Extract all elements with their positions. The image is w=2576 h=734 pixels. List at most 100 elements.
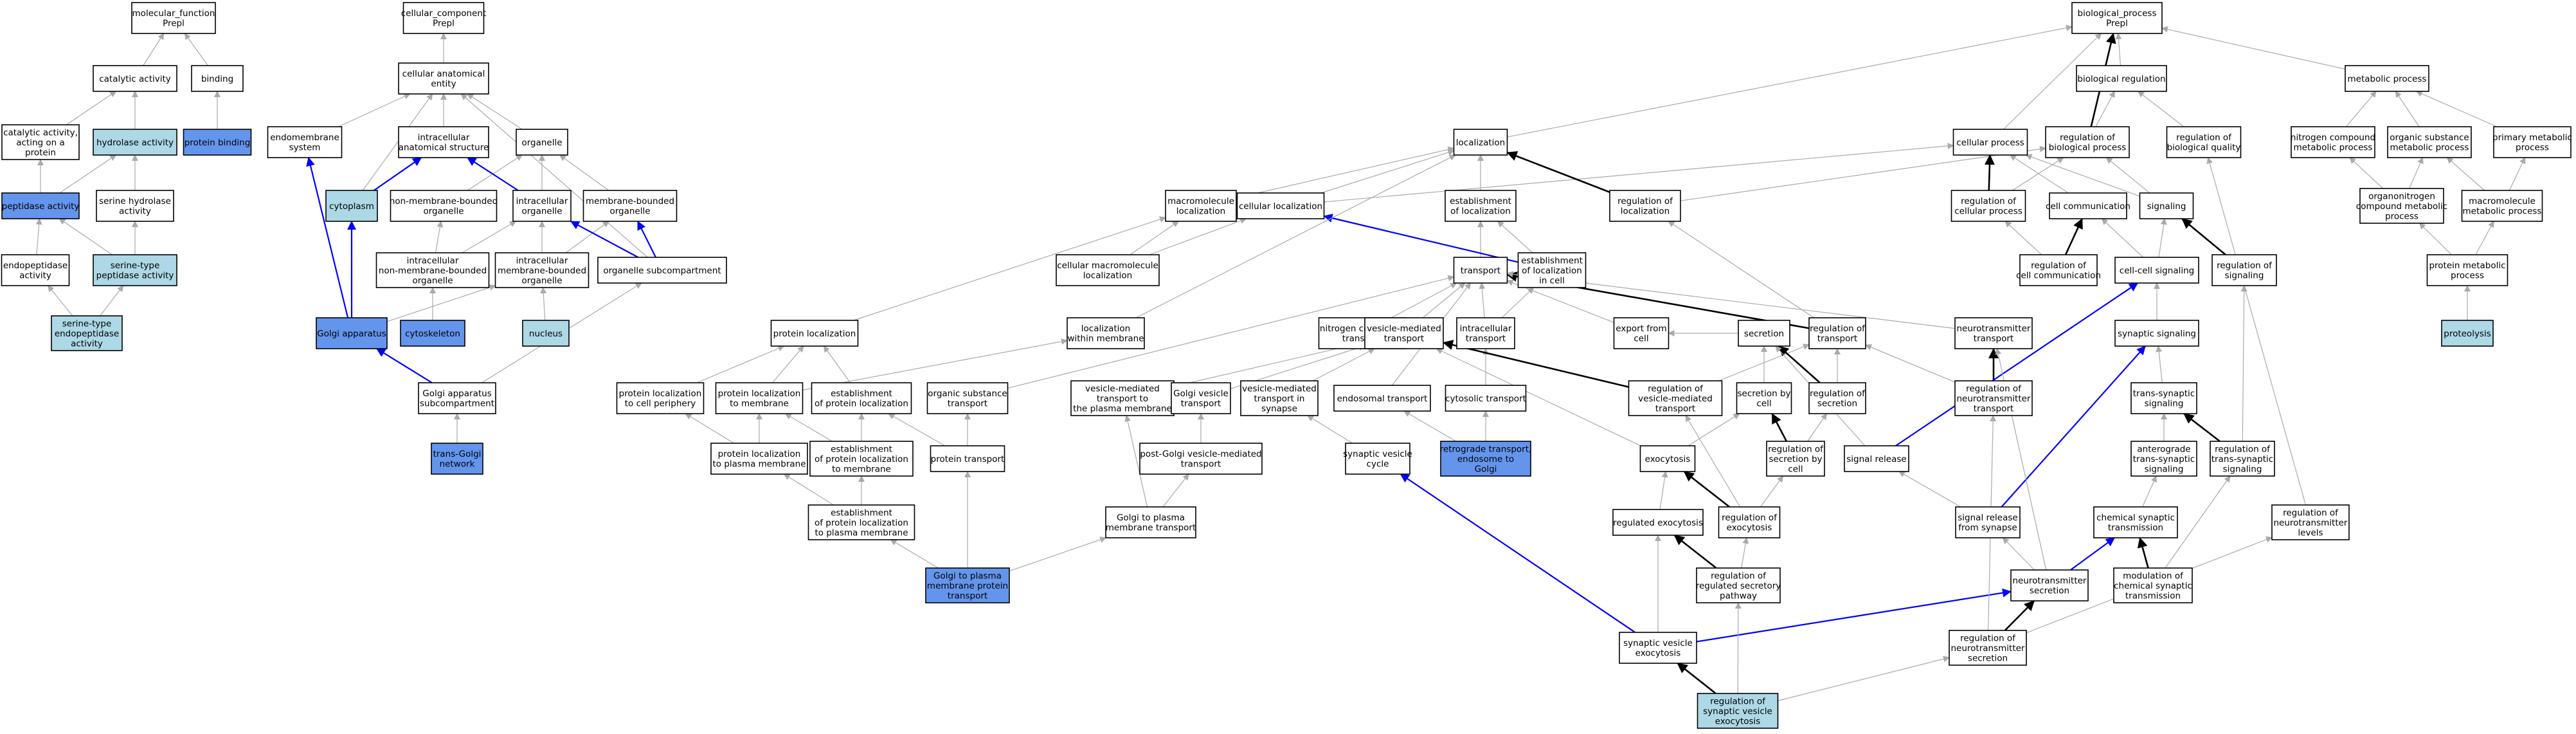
go-term-node-secretion[interactable]: secretion bbox=[1738, 320, 1790, 347]
go-term-node-cellcomm[interactable]: cell communication bbox=[2046, 192, 2130, 219]
go-term-node-transport[interactable]: transport bbox=[1453, 257, 1508, 284]
go-term-node-organelle[interactable]: organelle bbox=[516, 129, 568, 156]
go-term-node-orgsub[interactable]: organelle subcompartment bbox=[597, 257, 727, 284]
go-term-node-signaling[interactable]: signaling bbox=[2139, 192, 2194, 219]
go-term-node-pept[interactable]: peptidase activity bbox=[1, 192, 80, 219]
go-term-node-cytosk[interactable]: cytoskeleton bbox=[400, 320, 465, 347]
go-term-node-nucleus[interactable]: nucleus bbox=[522, 320, 570, 347]
go-term-node-inmbo[interactable]: intracellularnon-membrane-boundedorganel… bbox=[375, 252, 490, 288]
go-term-node-loc[interactable]: localization bbox=[1453, 129, 1508, 156]
go-term-node-binding[interactable]: binding bbox=[191, 65, 244, 92]
go-term-node-golgi[interactable]: Golgi apparatus bbox=[316, 317, 388, 349]
go-term-node-cytotr[interactable]: cytosolic transport bbox=[1445, 385, 1527, 412]
go-term-node-catact[interactable]: catalytic activity bbox=[93, 65, 177, 92]
go-term-node-cytoplasm[interactable]: cytoplasm bbox=[325, 190, 378, 222]
go-term-node-bioreg[interactable]: biological regulation bbox=[2076, 65, 2167, 92]
go-term-node-ccsig[interactable]: cell-cell signaling bbox=[2114, 257, 2199, 284]
go-term-node-protloc[interactable]: protein localization bbox=[770, 320, 859, 347]
go-term-node-protbind[interactable]: protein binding bbox=[183, 129, 252, 156]
go-term-node-prottr[interactable]: protein transport bbox=[930, 445, 1005, 472]
go-term-node-exocytosis[interactable]: exocytosis bbox=[1639, 445, 1696, 472]
go-term-node-cellproc[interactable]: cellular process bbox=[1952, 129, 2028, 156]
go-term-node-hydro[interactable]: hydrolase activity bbox=[93, 129, 177, 156]
go-term-node-sigrel[interactable]: signal release bbox=[1844, 445, 1909, 472]
go-term-node-cellloc[interactable]: cellular localization bbox=[1236, 192, 1325, 219]
go-term-node-regexo[interactable]: regulated exocytosis bbox=[1612, 509, 1704, 536]
go-term-node-synsig[interactable]: synaptic signaling bbox=[2114, 320, 2199, 347]
go-term-node-proteolysis[interactable]: proteolysis bbox=[2441, 320, 2494, 347]
go-term-node-metab[interactable]: metabolic process bbox=[2345, 65, 2429, 92]
go-term-node-endotr[interactable]: endosomal transport bbox=[1333, 385, 1431, 412]
